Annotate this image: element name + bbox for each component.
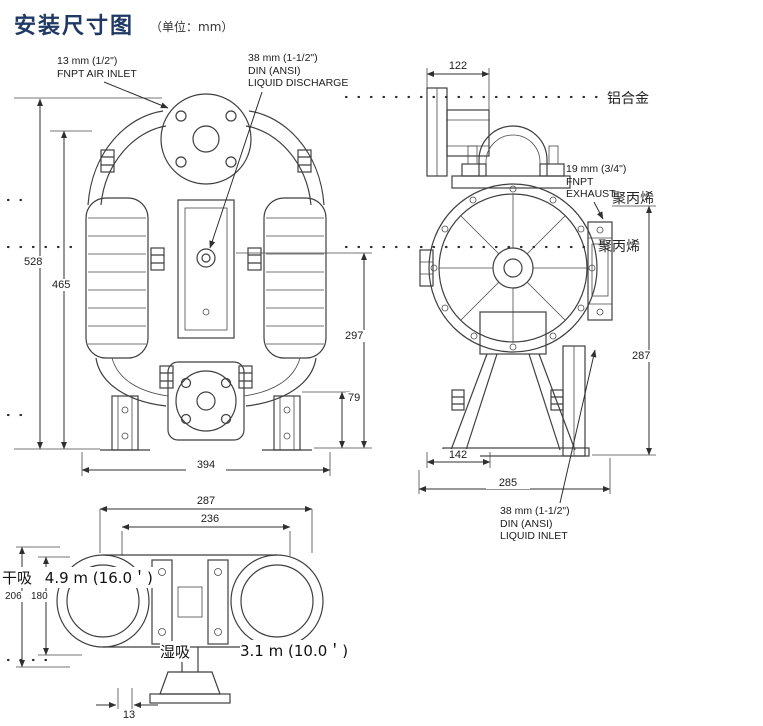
dim-142: 142 bbox=[436, 449, 480, 461]
exhaust-type: EXHAUST bbox=[566, 188, 616, 201]
air-inlet-size: 13 mm (1/2") bbox=[57, 55, 118, 67]
side-view-drawing bbox=[419, 87, 613, 457]
dim-465: 465 bbox=[50, 279, 73, 291]
material-label-aluminum: 铝合金 bbox=[607, 91, 649, 107]
dry-suction-label: 干吸 bbox=[2, 569, 33, 587]
dry-suction-note: 干吸 4.9 m (16.0＇) bbox=[2, 567, 153, 588]
exhaust-thread: FNPT bbox=[566, 175, 594, 188]
air-inlet-type: FNPT AIR INLET bbox=[57, 67, 137, 80]
dim-287-bottom: 287 bbox=[186, 495, 226, 507]
inlet-standard: DIN (ANSI) bbox=[500, 517, 553, 530]
front-view-drawing bbox=[85, 93, 327, 451]
dim-79: 79 bbox=[346, 392, 363, 404]
material-label-pp-2: 聚丙烯 bbox=[598, 239, 640, 255]
liquid-discharge-label: 38 mm (1-1/2") DIN (ANSI) LIQUID DISCHAR… bbox=[248, 52, 348, 90]
exhaust-size: 19 mm (3/4") bbox=[566, 163, 627, 175]
air-inlet-label: 13 mm (1/2") FNPT AIR INLET bbox=[57, 55, 137, 80]
dim-285: 285 bbox=[486, 477, 530, 489]
dim-394: 394 bbox=[186, 459, 226, 471]
discharge-standard: DIN (ANSI) bbox=[248, 64, 301, 77]
page-title: 安装尺寸图 bbox=[14, 13, 135, 39]
leader-lines bbox=[103, 81, 604, 504]
dry-suction-value: 4.9 m (16.0＇) bbox=[44, 569, 153, 587]
discharge-type: LIQUID DISCHARGE bbox=[248, 77, 349, 90]
unit-label: （单位：mm） bbox=[150, 20, 234, 34]
wet-suction-label: 湿吸 bbox=[160, 641, 191, 662]
inlet-type: LIQUID INLET bbox=[500, 530, 568, 543]
dim-122: 122 bbox=[434, 60, 482, 72]
dim-297: 297 bbox=[343, 330, 366, 342]
dim-206: 206 bbox=[3, 591, 24, 602]
wet-suction-value: 3.1 m (10.0＇) bbox=[240, 640, 349, 661]
exhaust-label: 19 mm (3/4") FNPT EXHAUST bbox=[566, 163, 626, 201]
liquid-inlet-label: 38 mm (1-1/2") DIN (ANSI) LIQUID INLET bbox=[500, 505, 570, 543]
dim-287-side: 287 bbox=[630, 350, 653, 362]
bottom-view-drawing bbox=[56, 554, 324, 704]
material-label-pp-1: 聚丙烯 bbox=[612, 191, 654, 207]
dim-236: 236 bbox=[190, 513, 230, 525]
discharge-size: 38 mm (1-1/2") bbox=[248, 52, 318, 64]
dim-13: 13 bbox=[112, 709, 146, 721]
dotted-guides bbox=[6, 95, 600, 662]
inlet-size: 38 mm (1-1/2") bbox=[500, 505, 570, 517]
dim-180: 180 bbox=[29, 591, 50, 602]
dim-528: 528 bbox=[22, 256, 45, 268]
